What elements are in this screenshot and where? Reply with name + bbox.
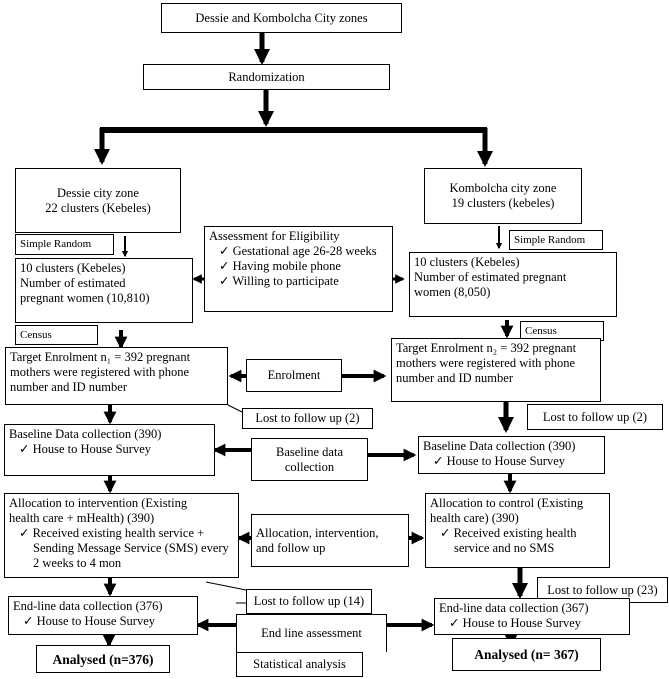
right-endline-box: End-line data collection (367) ✓ House t… — [434, 598, 630, 635]
right-allocation-line-2: health care) (390) — [430, 511, 519, 525]
left-analysed-box: Analysed (n=376) — [36, 645, 170, 673]
right-sampling-text: Simple Random — [514, 233, 586, 246]
right-analysed-box: Analysed (n= 367) — [452, 638, 601, 671]
right-allocation-item: ✓ Received existing health service and n… — [440, 526, 577, 555]
left-lost-text-2: Lost to follow up (14) — [253, 594, 365, 608]
statistical-analysis-text: Statistical analysis — [253, 657, 346, 671]
left-clusters-line-1: 10 clusters (Kebeles) — [20, 261, 126, 275]
right-analysed-text: Analysed (n= 367) — [474, 647, 579, 662]
left-zone-box: Dessie city zone 22 clusters (Kebeles) — [15, 168, 181, 233]
right-zone-box: Kombolcha city zone 19 clusters (kebeles… — [424, 168, 582, 224]
left-census-text: Census — [20, 328, 52, 341]
right-endline-item: ✓ House to House Survey — [449, 616, 581, 630]
title-box: Dessie and Kombolcha City zones — [161, 3, 402, 33]
left-analysed-text: Analysed (n=376) — [52, 651, 154, 667]
left-enrolment-line-2: mothers were registered with phone — [10, 365, 190, 379]
right-enrolment-line-1: Target Enrolment n₂ = 392 pregnant — [396, 341, 577, 355]
right-zone-line-2: 19 clusters (kebeles) — [451, 196, 555, 210]
left-allocation-box: Allocation to intervention (Existing hea… — [4, 493, 239, 578]
right-enrolment-line-2: mothers were registered with phone — [396, 356, 576, 370]
left-baseline-box: Baseline Data collection (390) ✓ House t… — [4, 424, 215, 476]
left-clusters-line-3: pregnant women (10,810) — [20, 291, 150, 305]
right-lost-box-1: Lost to follow up (2) — [527, 404, 663, 430]
title-box-text: Dessie and Kombolcha City zones — [195, 10, 368, 25]
left-clusters-line-2: Number of estimated — [20, 276, 126, 290]
enrolment-text: Enrolment — [267, 368, 321, 382]
line-lost-left — [227, 404, 243, 413]
right-clusters-line-1: 10 clusters (Kebeles) — [414, 255, 520, 269]
end-line-assessment-text: End line assessment — [261, 626, 362, 640]
end-line-assessment-box: End line assessment — [236, 614, 387, 652]
left-sampling-box: Simple Random — [15, 234, 114, 255]
right-allocation-box: Allocation to control (Existing health c… — [425, 493, 610, 568]
left-enrolment-line-1: Target Enrolment n₁ = 392 pregnant — [10, 350, 191, 364]
right-clusters-line-3: women (8,050) — [414, 285, 491, 299]
left-allocation-line-2: health care + mHealth) (390) — [9, 511, 155, 525]
right-endline-title: End-line data collection (367) — [439, 601, 589, 615]
right-clusters-line-2: Number of estimated pregnant — [414, 270, 567, 284]
right-census-text: Census — [525, 324, 557, 337]
left-lost-box-1: Lost to follow up (2) — [242, 408, 373, 429]
right-baseline-title: Baseline Data collection (390) — [423, 439, 576, 453]
right-allocation-line-1: Allocation to control (Existing — [430, 496, 584, 510]
left-zone-line-2: 22 clusters (Kebeles) — [45, 200, 151, 215]
right-baseline-item: ✓ House to House Survey — [433, 454, 565, 468]
left-lost-text-1: Lost to follow up (2) — [255, 411, 360, 425]
left-allocation-item: ✓ Received existing health service + Sen… — [19, 526, 229, 570]
randomization-box: Randomization — [143, 64, 390, 90]
right-baseline-box: Baseline Data collection (390) ✓ House t… — [418, 436, 605, 474]
baseline-collection-line-2: collection — [284, 459, 335, 474]
baseline-collection-box: Baseline data collection — [251, 438, 368, 481]
eligibility-item-3: ✓ Willing to participate — [219, 274, 339, 288]
left-enrolment-line-3: number and ID number — [10, 380, 127, 394]
right-enrolment-box: Target Enrolment n₂ = 392 pregnant mothe… — [391, 338, 601, 402]
right-lost-text-1: Lost to follow up (2) — [542, 409, 648, 424]
left-endline-box: End-line data collection (376) ✓ House t… — [8, 596, 198, 635]
right-zone-line-1: Kombolcha city zone — [449, 181, 557, 195]
left-endline-item: ✓ House to House Survey — [23, 614, 155, 628]
left-baseline-title: Baseline Data collection (390) — [9, 427, 162, 441]
left-sampling-text: Simple Random — [20, 238, 92, 250]
eligibility-box: Assessment for Eligibility ✓ Gestational… — [204, 226, 393, 312]
right-sampling-box: Simple Random — [509, 230, 603, 250]
left-endline-title: End-line data collection (376) — [13, 599, 163, 613]
allocation-followup-line-2: and follow up — [256, 540, 326, 555]
right-lost-text-2: Lost to follow up (23) — [547, 582, 658, 597]
left-clusters-box: 10 clusters (Kebeles) Number of estimate… — [15, 258, 193, 323]
allocation-followup-box: Allocation, intervention, and follow up — [251, 514, 409, 567]
eligibility-item-2: ✓ Having mobile phone — [219, 259, 341, 273]
left-census-box: Census — [15, 325, 98, 345]
right-clusters-box: 10 clusters (Kebeles) Number of estimate… — [409, 252, 617, 317]
left-baseline-item: ✓ House to House Survey — [19, 442, 151, 456]
statistical-analysis-box: Statistical analysis — [236, 652, 363, 677]
left-allocation-line-1: Allocation to intervention (Existing — [9, 496, 188, 510]
line-lost-middle-a — [205, 581, 247, 591]
eligibility-item-1: ✓ Gestational age 26-28 weeks — [219, 244, 377, 258]
enrolment-box: Enrolment — [246, 359, 342, 392]
left-zone-line-1: Dessie city zone — [57, 185, 139, 200]
left-enrolment-box: Target Enrolment n₁ = 392 pregnant mothe… — [5, 347, 228, 405]
right-enrolment-line-3: number and ID number — [396, 371, 513, 385]
baseline-collection-line-1: Baseline data — [276, 444, 343, 459]
eligibility-title: Assessment for Eligibility — [209, 229, 340, 243]
randomization-text: Randomization — [228, 69, 305, 84]
allocation-followup-line-1: Allocation, intervention, — [256, 525, 379, 540]
left-lost-box-2: Lost to follow up (14) — [246, 589, 372, 614]
